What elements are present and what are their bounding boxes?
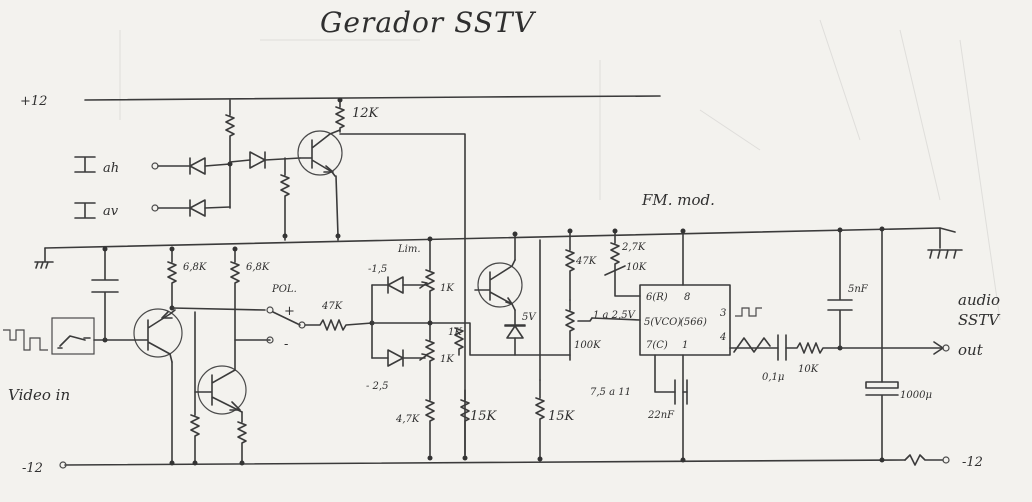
label-pol: POL. — [271, 284, 297, 295]
resistor-15k-b — [535, 379, 545, 459]
minus12-rail — [64, 459, 906, 466]
transistor-q4 — [474, 259, 523, 311]
label-lim: Lim. — [397, 244, 421, 255]
transistor-q2 — [133, 308, 183, 363]
diode-lim-lower — [387, 349, 404, 367]
minus12-terminal-left — [59, 461, 67, 469]
label-1k-a: 1K — [440, 283, 454, 294]
sync-input-av: av — [74, 199, 231, 219]
ground-symbol-left — [34, 247, 54, 269]
label-sstv: SSTV — [958, 311, 1001, 329]
label-4k7: 4,7K — [395, 414, 420, 425]
ground-symbol-right — [927, 227, 963, 259]
resistor-12k — [335, 99, 345, 133]
label-0-1u: 0,1μ — [762, 372, 784, 383]
label-1k-c: 1K — [448, 327, 462, 338]
label-15k-a: 15K — [470, 409, 498, 424]
label-2k7: 2,7K — [621, 242, 646, 253]
label-av: av — [103, 204, 119, 219]
triangle-wave-icon — [733, 337, 771, 353]
label-12k: 12K — [352, 106, 380, 121]
label-minus12-left: -12 — [22, 461, 43, 476]
resistor-47k — [304, 319, 373, 331]
label-audio: audio — [958, 291, 1000, 309]
zener-diode — [504, 325, 526, 339]
label-range: 1 a 2,5V — [593, 310, 637, 321]
label-100k: 100K — [574, 340, 601, 351]
label-22nf: 22nF — [647, 410, 675, 421]
resistor-q3-emitter — [237, 411, 247, 464]
pin-5-label: 5(VCO) — [644, 317, 681, 328]
resistor-10k — [785, 342, 841, 354]
ground-rail — [44, 227, 956, 249]
plus12-rail — [84, 95, 661, 101]
resistor-47k-c — [565, 231, 575, 301]
pin-4-label: 4 — [719, 332, 726, 343]
polarity-switch — [266, 306, 306, 344]
label-ah: ah — [103, 161, 119, 176]
schematic-title: Gerador SSTV — [320, 6, 537, 39]
capacitor-input — [91, 247, 119, 341]
pin-7-label: 7(C) — [646, 340, 668, 351]
pin-3-label: 3 — [720, 308, 726, 319]
resistor-2k7-trim — [610, 231, 641, 297]
resistor-15k-a — [460, 389, 470, 456]
label-video-in: Video in — [8, 386, 70, 404]
label-pol-plus: + — [284, 304, 295, 319]
label-5nf: 5nF — [848, 284, 869, 295]
video-input-jack — [3, 317, 95, 355]
label-10k-pot: 10K — [626, 262, 647, 273]
label-v-pos: -1,5 — [368, 264, 387, 275]
pin-6-label: 6(R) — [646, 292, 668, 303]
diode-ah — [189, 157, 206, 175]
capacitor-1000u — [865, 381, 899, 389]
label-zener: 5V — [522, 312, 537, 323]
resistor-6k8-a — [167, 247, 177, 309]
potentiometer-100k — [565, 299, 575, 361]
label-10k: 10K — [798, 364, 819, 375]
label-plus12: +12 — [20, 94, 47, 109]
pin-8-label: 8 — [684, 292, 690, 303]
label-1000u: 1000μ — [900, 390, 932, 401]
label-range2: 7,5 a 11 — [590, 387, 631, 398]
resistor-sync-base — [280, 157, 290, 237]
sync-input-ah: ah — [74, 156, 231, 176]
ic-566-vco: 6(R) 8 5(VCO) (566) 3 7(C) 1 4 — [639, 284, 731, 356]
capacitor-5nf — [827, 229, 853, 349]
label-47k-c: 47K — [575, 256, 597, 267]
minus12-terminal-right — [942, 456, 950, 464]
label-out: out — [958, 341, 984, 359]
label-47k: 47K — [321, 301, 343, 312]
limiter-divider-chain — [425, 239, 435, 456]
resistor-1k-c — [454, 327, 464, 356]
label-1k-b: 1K — [440, 354, 454, 365]
diode-av — [189, 199, 206, 217]
label-15k-b: 15K — [548, 409, 576, 424]
resistor-sync-pullup — [225, 99, 235, 209]
label-pol-minus: - — [284, 337, 288, 352]
transistor-q1 — [297, 129, 343, 177]
label-fm-mod: FM. mod. — [641, 191, 715, 209]
label-6k8-b: 6,8K — [246, 262, 270, 273]
label-v-neg: - 2,5 — [366, 381, 388, 392]
label-6k8-a: 6,8K — [183, 262, 207, 273]
chip-name: (566) — [680, 317, 707, 328]
capacitor-0-1u — [777, 334, 787, 361]
diode-lim-upper — [387, 276, 404, 294]
square-wave-icon — [735, 307, 762, 317]
resistor-q3-base — [190, 311, 200, 464]
label-minus12-right: -12 — [962, 455, 983, 470]
audio-out-terminal — [942, 344, 950, 352]
diode-sync — [249, 151, 266, 169]
transistor-q3 — [194, 365, 247, 415]
pin-1-label: 1 — [682, 340, 688, 351]
